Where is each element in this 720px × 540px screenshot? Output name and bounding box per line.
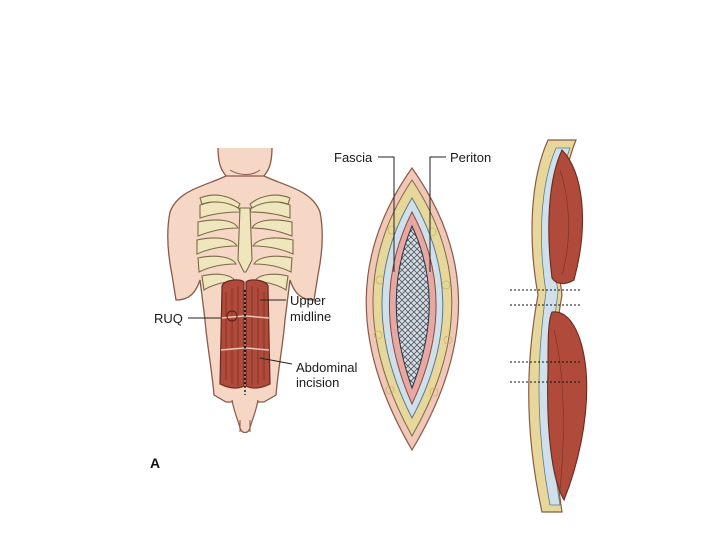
fascia-label: Fascia <box>334 150 373 165</box>
abdominal-incision-label-line1: Abdominal <box>296 360 358 375</box>
ruq-label: RUQ <box>154 311 183 326</box>
upper-midline-label-line1: Upper <box>290 293 326 308</box>
panel-letter: A <box>150 455 160 471</box>
abdominal-wall-cross-section <box>510 140 587 512</box>
upper-midline-label-line2: midline <box>290 309 331 324</box>
incision-detail-illustration <box>366 168 458 450</box>
neck <box>218 148 272 178</box>
abdominal-incision-label-line2: incision <box>296 375 339 390</box>
periton-label: Periton <box>450 150 491 165</box>
